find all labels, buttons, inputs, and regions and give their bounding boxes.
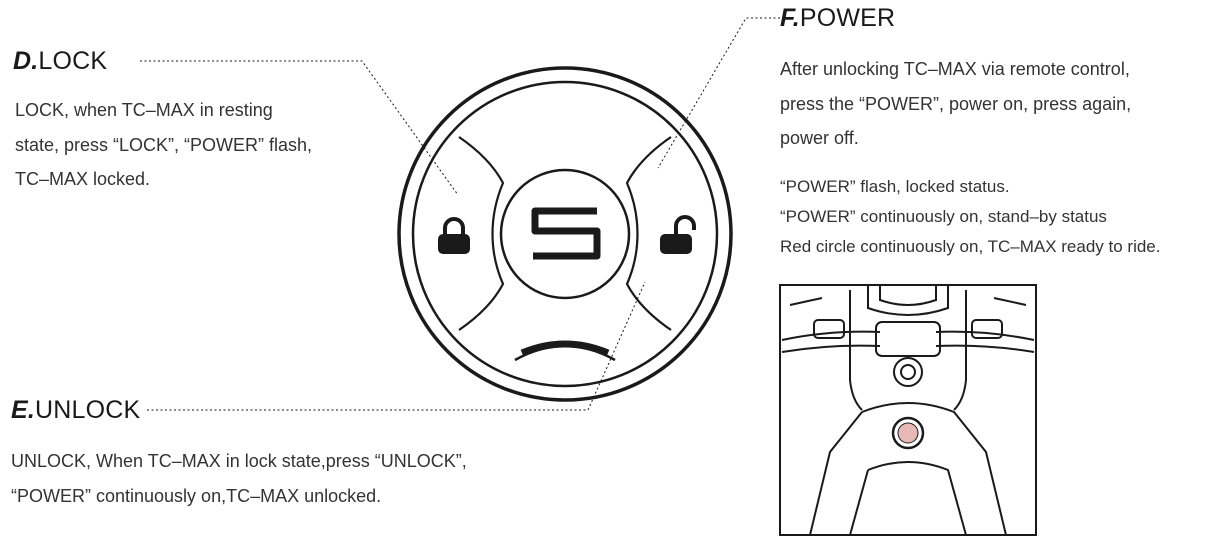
unlock-heading-title: UNLOCK [35, 396, 141, 424]
lock-line-3: TC–MAX locked. [15, 169, 151, 189]
remote-lock-segment[interactable] [458, 136, 505, 331]
power-line-2: press the “POWER”, power on, press again… [780, 93, 1132, 114]
unlock-heading: E.UNLOCK [11, 396, 140, 425]
lock-line-1: LOCK, when TC–MAX in resting [15, 100, 273, 120]
lock-open-icon [660, 215, 696, 254]
lock-heading-letter: D. [13, 47, 39, 75]
brand-s-logo-icon [531, 207, 601, 260]
unlock-heading-letter: E. [11, 396, 36, 424]
lock-leader-line [140, 60, 459, 196]
remote-center-button[interactable] [499, 168, 631, 300]
power-status-ready: Red circle continuously on, TC–MAX ready… [780, 237, 1161, 256]
lock-heading: D.LOCK [13, 47, 107, 76]
power-heading: F.POWER [780, 4, 895, 33]
remote-outer-ring [397, 66, 733, 402]
motorcycle-frame [779, 284, 1037, 536]
power-status-standby: “POWER” continuously on, stand–by status [780, 207, 1107, 226]
lock-line-2: state, press “LOCK”, “POWER” flash, [15, 134, 313, 155]
unlock-leader-line [147, 281, 646, 411]
power-leader-line [657, 17, 780, 169]
power-line-1: After unlocking TC–MAX via remote contro… [780, 59, 1130, 79]
unlock-line-1: UNLOCK, When TC–MAX in lock state,press … [11, 451, 467, 471]
lock-heading-title: LOCK [38, 47, 108, 75]
remote-inner-ring [411, 80, 719, 388]
leader-lines [140, 17, 780, 411]
power-button-light [897, 422, 919, 444]
remote-bottom-indicator-inner [520, 340, 610, 357]
lock-description: LOCK, when TC–MAX in resting state, pres… [15, 93, 312, 197]
unlock-description: UNLOCK, When TC–MAX in lock state,press … [11, 444, 467, 513]
power-description: After unlocking TC–MAX via remote contro… [780, 52, 1131, 156]
power-status-list: “POWER” flash, locked status. “POWER” co… [780, 172, 1160, 262]
lock-closed-icon [438, 217, 470, 254]
remote-unlock-segment[interactable] [625, 136, 672, 331]
remote-control [397, 66, 733, 402]
power-heading-letter: F. [780, 4, 800, 32]
power-line-3: power off. [780, 128, 859, 148]
power-heading-title: POWER [799, 4, 896, 32]
power-status-flash: “POWER” flash, locked status. [780, 177, 1010, 196]
motorcycle-illustration [779, 284, 1037, 536]
unlock-line-2: “POWER” continuously on,TC–MAX unlocked. [11, 485, 382, 506]
